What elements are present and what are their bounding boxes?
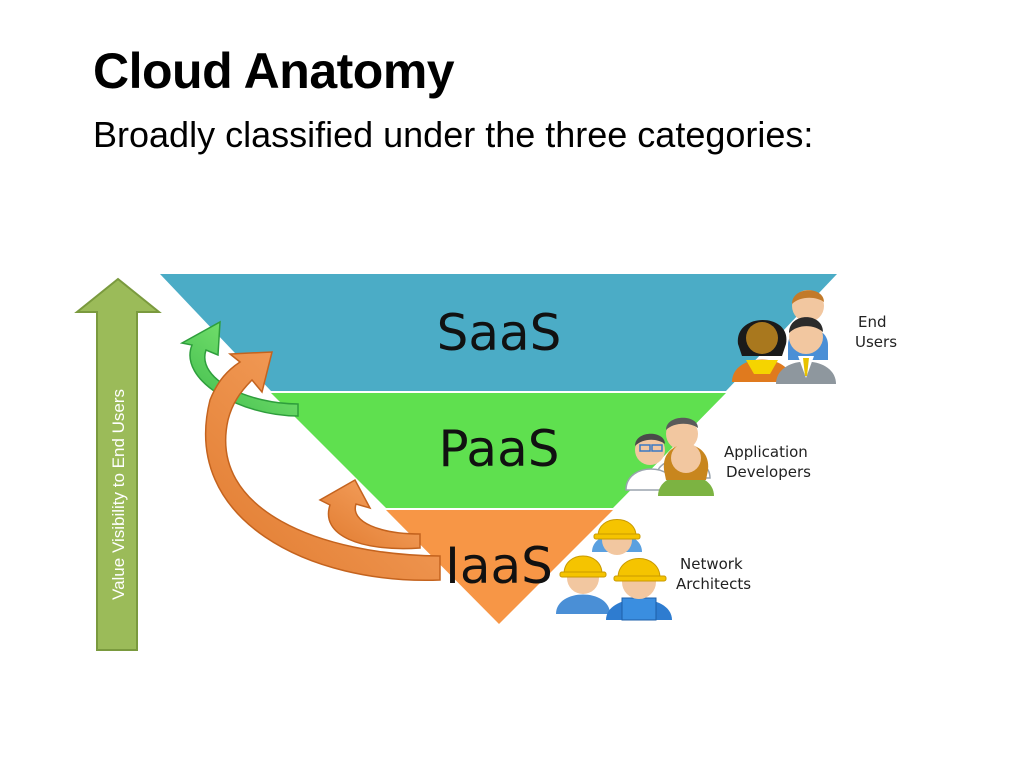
end-users-label-line1: End — [858, 313, 887, 331]
curved-arrow-iaas-to-saas — [204, 351, 441, 581]
slide-subtitle: Broadly classified under the three categ… — [93, 114, 814, 155]
architects-label-line1: Network — [680, 555, 743, 573]
developers-label-line1: Application — [724, 443, 808, 461]
end-users-icon — [732, 290, 836, 384]
curved-arrow-iaas-to-paas — [318, 478, 421, 550]
axis-label: Value Visibility to End Users — [109, 389, 128, 600]
value-visibility-arrow: Value Visibility to End Users — [74, 277, 162, 651]
developers-icon — [625, 417, 714, 496]
iaas-label: IaaS — [445, 537, 553, 595]
layer-saas: SaaS — [160, 274, 837, 391]
paas-label: PaaS — [439, 420, 560, 478]
saas-label: SaaS — [437, 304, 562, 362]
network-architects-icon — [556, 519, 672, 621]
end-users-label-line2: Users — [855, 333, 897, 351]
architects-label-line2: Architects — [676, 575, 751, 593]
slide-title: Cloud Anatomy — [93, 43, 455, 99]
developers-label-line2: Developers — [726, 463, 811, 481]
curved-arrow-paas-to-saas — [179, 320, 299, 417]
layer-iaas: IaaS — [386, 510, 613, 624]
layer-paas: PaaS — [271, 393, 726, 508]
